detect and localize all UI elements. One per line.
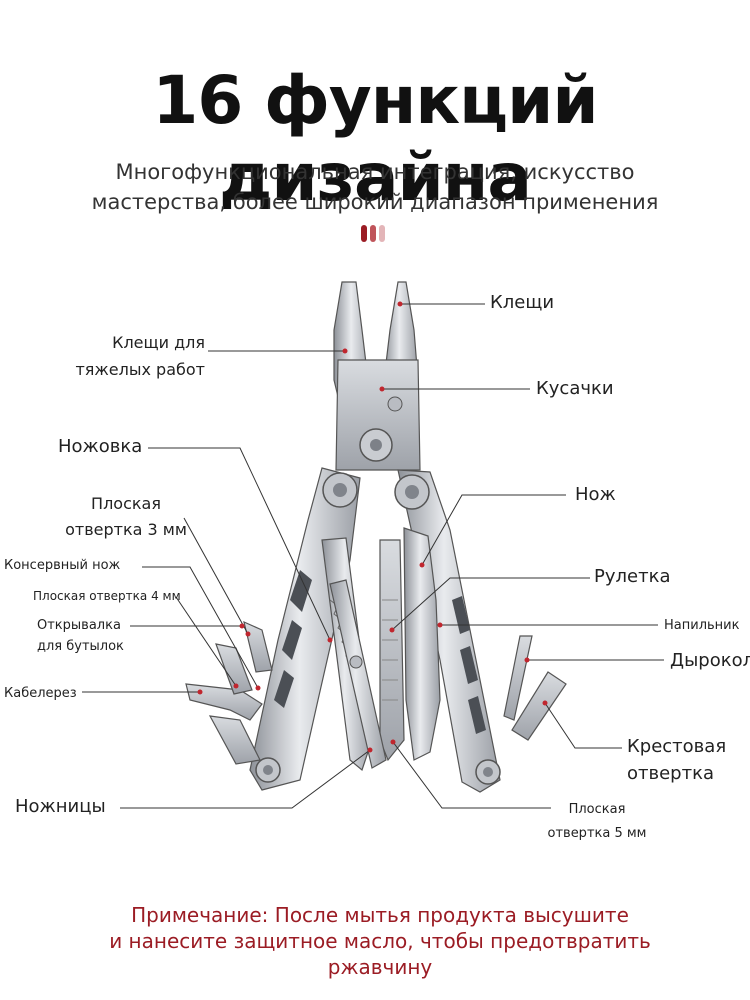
page-title: 16 функций дизайна (152, 62, 598, 216)
care-note-line-2: и нанесите защитное масло, чтобы предотв… (109, 929, 651, 953)
label-awl: Дырокол (670, 650, 750, 671)
label-heavy-pliers-line-2: тяжелых работ (75, 360, 205, 379)
label-flat-3mm-line-1: Плоская (91, 494, 161, 513)
label-flat-4mm: Плоская отвертка 4 мм (33, 589, 181, 603)
label-bottle-opener-line-2: для бутылок (37, 639, 124, 654)
label-wire-stripper: Кабелерез (4, 686, 77, 701)
care-note-line-1: Примечание: После мытья продукта высушит… (131, 903, 629, 927)
label-heavy-pliers-line-1: Клещи для (112, 333, 205, 352)
label-wire-cutters: Кусачки (536, 378, 614, 399)
subtitle-line-1: Многофункциональная интеграция, искусств… (115, 160, 635, 184)
marker-dots (197, 301, 548, 753)
label-flat-5mm-line-1: Плоская (568, 802, 626, 817)
label-file: Напильник (664, 618, 740, 633)
care-note-line-3: ржавчину (327, 955, 433, 979)
label-flat-3mm-line-2: отвертка 3 мм (65, 520, 187, 539)
pliers-jaws (333, 281, 421, 471)
dot-1 (361, 225, 367, 242)
dot-3 (379, 225, 385, 242)
label-saw: Ножовка (58, 436, 143, 457)
label-phillips-line-1: Крестовая (627, 736, 727, 757)
label-can-opener: Консервный нож (4, 558, 121, 573)
label-knife: Нож (575, 484, 616, 505)
label-bottle-opener-line-1: Открывалка (37, 618, 121, 633)
label-phillips-line-2: отвертка (627, 763, 714, 784)
care-note: Примечание: После мытья продукта высушит… (100, 902, 660, 980)
right-tools (503, 635, 567, 741)
knife-blade (379, 527, 441, 762)
label-pliers: Клещи (490, 292, 555, 313)
label-flat-5mm-line-2: отвертка 5 мм (547, 826, 647, 841)
label-scissors: Ножницы (15, 796, 106, 817)
leader-lines (82, 303, 664, 809)
scissors (329, 579, 387, 769)
left-tools (185, 620, 273, 765)
decorative-dots (361, 225, 388, 246)
subtitle-line-2: мастерства, более широкий диапазон приме… (91, 190, 659, 214)
label-tape: Рулетка (594, 566, 671, 587)
dot-2 (370, 225, 376, 242)
